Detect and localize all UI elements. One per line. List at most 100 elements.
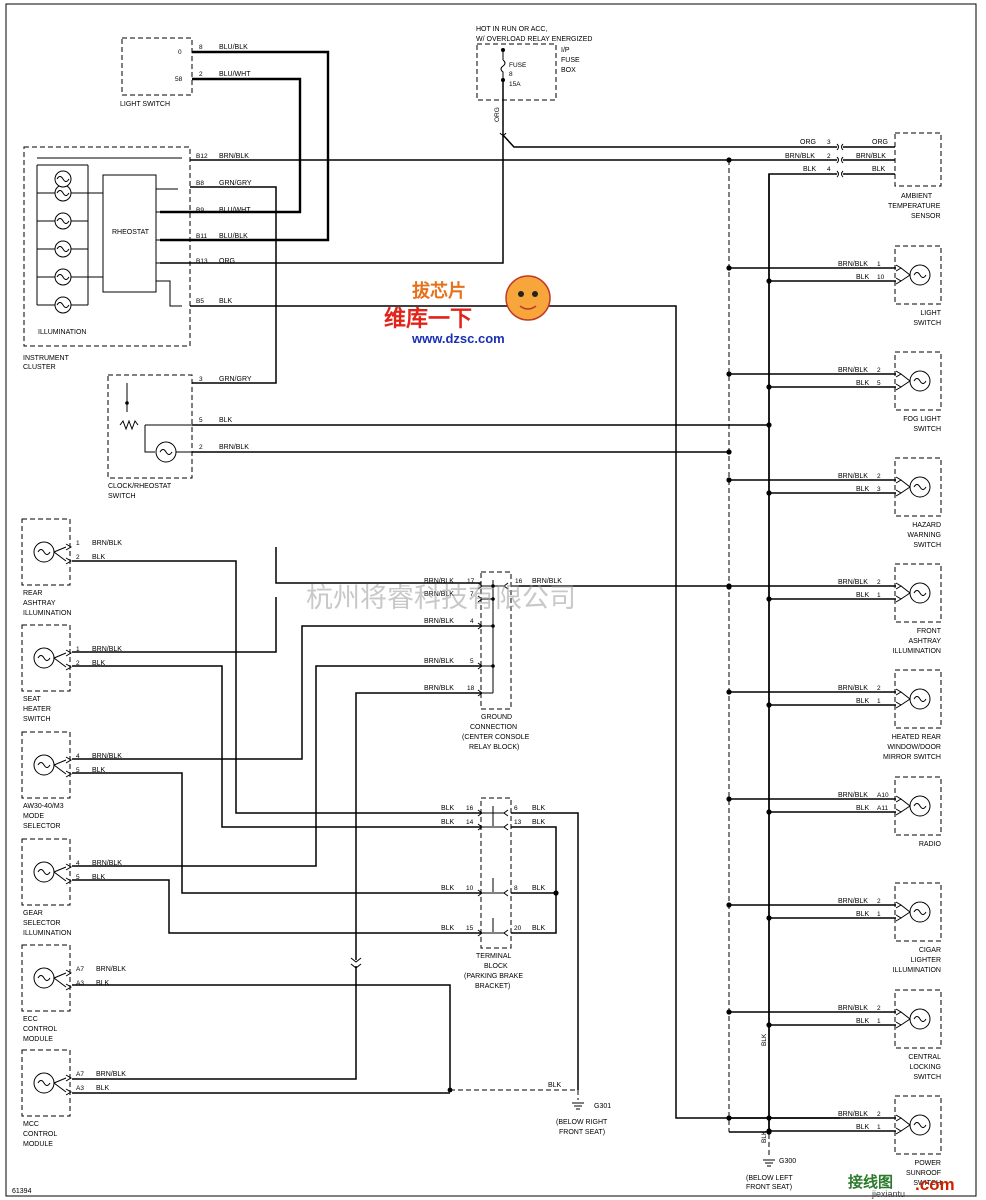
component-outline [894,1095,942,1155]
junction-dot [726,265,732,271]
ground-connection-name-3: (CENTER CONSOLE [462,734,530,741]
g301-wire [450,1089,579,1100]
terminal-block-name-1: TERMINAL [476,953,512,960]
bulb-filament-icon [913,378,927,384]
component-wire-b-label: BLK [856,805,870,812]
watermark-corner: 接线图 .com jiexiantu [848,1173,955,1199]
clock-wire-5: BLK [219,417,233,424]
bulb-filament-icon [913,590,927,596]
ambient-sensor-name-3: SENSOR [911,213,941,220]
fuse-box: HOT IN RUN OR ACC, W/ OVERLOAD RELAY ENE… [476,26,592,136]
clock-switch-name-1: CLOCK/RHEOSTAT [108,483,172,490]
ground-connection: GROUND CONNECTION (CENTER CONSOLE RELAY … [424,571,562,751]
component-wire-a-label: BRN/BLK [838,579,868,586]
component-pin-a: 1 [877,261,881,268]
component-pin-b: A11 [877,805,888,812]
fuse-header-2: W/ OVERLOAD RELAY ENERGIZED [476,36,592,43]
light-switch-term-2: 58 [175,76,183,83]
light-switch-pin-2: 2 [199,71,203,78]
component-name: WINDOW/DOOR [887,744,941,751]
tb-left-wire-14: BLK [441,819,455,826]
mascot-icon [505,275,551,321]
component-name: MODE [23,813,44,820]
bulb-icon [37,184,88,202]
junction-dot [766,422,772,428]
tb-right-bus [511,826,557,934]
gc-wire-18: BRN/BLK [424,685,454,692]
junction-dot [491,584,495,588]
junction-dot [491,664,495,668]
ground-connection-name-2: CONNECTION [470,724,517,731]
junction-dot [726,477,732,483]
connector-icon [895,582,911,603]
rheostat-wiper-icon [125,401,129,405]
component-pin-b: A3 [76,980,84,987]
component-outline [21,944,71,1012]
component-outline [21,838,71,906]
connector-icon [53,756,72,778]
connector-icon [53,1074,72,1096]
component-name: ECC [23,1016,38,1023]
gc-wire-4: BRN/BLK [424,618,454,625]
rheostat-symbol [119,383,192,453]
component-name: MODULE [23,1036,53,1043]
component-outline [894,563,942,623]
light-switch-top: LIGHT SWITCH 0 58 8 2 BLU/BLK BLU/WHT [120,37,251,108]
component-wire-b-label: BLK [856,1124,870,1131]
component-pin-b: 2 [76,660,80,667]
terminal-block-name-3: (PARKING BRAKE [464,973,523,980]
connector-icon [53,543,72,565]
cluster-wire-b9: BLU/WHT [219,207,251,214]
component-wire-b [72,665,481,828]
ambient-wire-left-1: ORG [800,139,816,146]
g300-wire-label: BLK [761,1130,768,1143]
cluster-wire-b11: BLU/BLK [219,233,248,240]
gc-wire-7: BRN/BLK [424,591,454,598]
bulb-filament-icon [37,1080,51,1086]
watermark-corner-url: jiexiantu [871,1189,905,1199]
junction-dot [491,597,495,601]
component-wire-b [72,772,481,894]
tb-right-pin-6: 6 [514,805,518,812]
watermark-url: www.dzsc.com [411,331,505,346]
fuse-box-name-1: I/P [561,47,570,54]
ambient-sensor-name-1: AMBIENT [901,193,933,200]
junction-dot [726,902,732,908]
component-wire-a-label: BRN/BLK [838,261,868,268]
instrument-cluster: INSTRUMENT CLUSTER ILLUMINATION RHEOSTAT… [23,146,252,371]
bulb-filament-icon [913,803,927,809]
light-switch-wire-1: BLU/BLK [219,44,248,51]
component-outline [21,1049,71,1117]
blu-wht-wire [160,77,302,214]
g300-location-2: FRONT SEAT) [746,1184,792,1191]
tb-connector-icons [477,809,509,937]
clock-rheostat-switch: CLOCK/RHEOSTAT SWITCH 3 GRN/GRY 5 BLK 2 … [107,374,252,500]
g301-label: G301 [594,1103,611,1110]
component-name: MCC [23,1121,39,1128]
junction-dot [766,1128,772,1134]
tb-left-pin-15: 15 [466,925,474,932]
cluster-pin-b13: B13 [196,258,208,265]
light-switch-top-outline [121,37,193,96]
component-name: SWITCH [23,716,51,723]
component-outline [21,731,71,799]
component-wire-a [355,692,481,960]
component-name: HEATER [23,706,51,713]
fuse-out-wire-label: ORG [494,107,501,122]
terminal-block-name-4: BRACKET) [475,983,510,990]
junction-dot [726,157,732,163]
bulb-bank-rails [36,164,89,306]
component-name: ILLUMINATION [893,967,942,974]
component-wire-b-label: BLK [92,874,106,881]
junction-dot [726,1009,732,1015]
component-wire-b-label: BLK [856,380,870,387]
terminal-block-outline [480,797,512,949]
component-wire-b-label: BLK [856,1018,870,1025]
junction-dot [766,596,772,602]
component-name: LIGHT [920,310,941,317]
